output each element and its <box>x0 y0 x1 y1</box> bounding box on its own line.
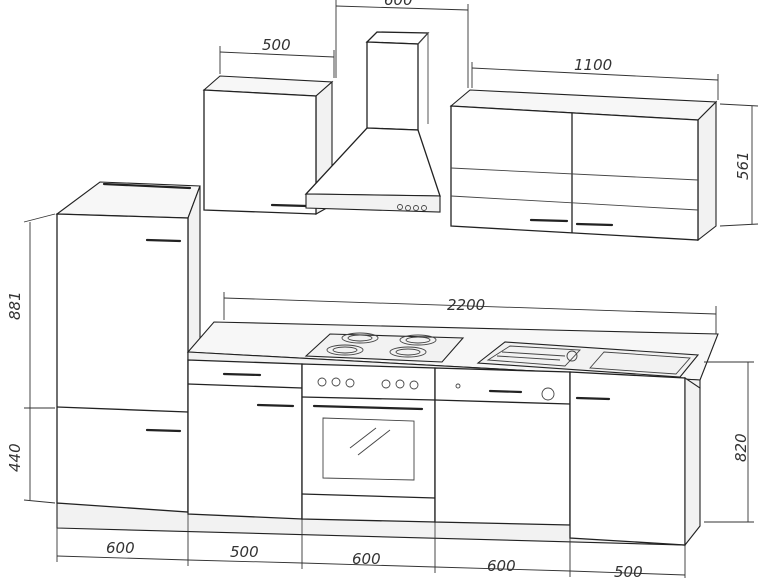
extractor-hood <box>304 31 441 213</box>
dim-bottom-width-2: 500 <box>230 543 259 561</box>
wall-cabinet-single <box>202 75 334 215</box>
handle-wall-3 <box>575 222 614 227</box>
oven-cabinet <box>301 363 436 523</box>
dim-wall-cabinet-width: 500 <box>262 36 291 54</box>
handle-drawer-1 <box>222 372 262 377</box>
handle-door-1 <box>256 403 295 408</box>
dim-bottom-width-1: 600 <box>106 539 135 557</box>
dim-bottom-width-4: 600 <box>487 557 516 575</box>
dim-tall-cabinet-upper: 881 <box>6 291 24 320</box>
dim-bottom-width-3: 600 <box>352 550 381 568</box>
dim-hood-width: 600 <box>384 0 413 9</box>
wall-cabinet-double <box>449 89 718 242</box>
tall-cabinet <box>55 181 201 514</box>
dimension-lines <box>23 0 759 578</box>
handle-fridge-lower <box>145 428 182 433</box>
dim-wall-cabinet-height: 561 <box>734 151 752 180</box>
oven-handle <box>312 404 424 411</box>
base-cabinet-1 <box>187 359 303 520</box>
handle-door-5 <box>575 396 611 401</box>
dim-wall-cabinet-double-width: 1100 <box>574 56 612 74</box>
handle-wall-2 <box>529 218 569 223</box>
dim-total-width: 2200 <box>447 296 485 314</box>
dim-bottom-width-5: 500 <box>614 563 643 578</box>
hob <box>304 332 465 363</box>
handle-fridge-upper <box>145 238 182 243</box>
base-cabinet-5 <box>569 371 701 547</box>
handle-wall-1 <box>270 203 309 208</box>
sink <box>476 341 700 378</box>
dishwasher <box>434 367 571 526</box>
dim-base-height: 820 <box>732 433 750 462</box>
dim-tall-cabinet-lower: 440 <box>6 443 24 472</box>
